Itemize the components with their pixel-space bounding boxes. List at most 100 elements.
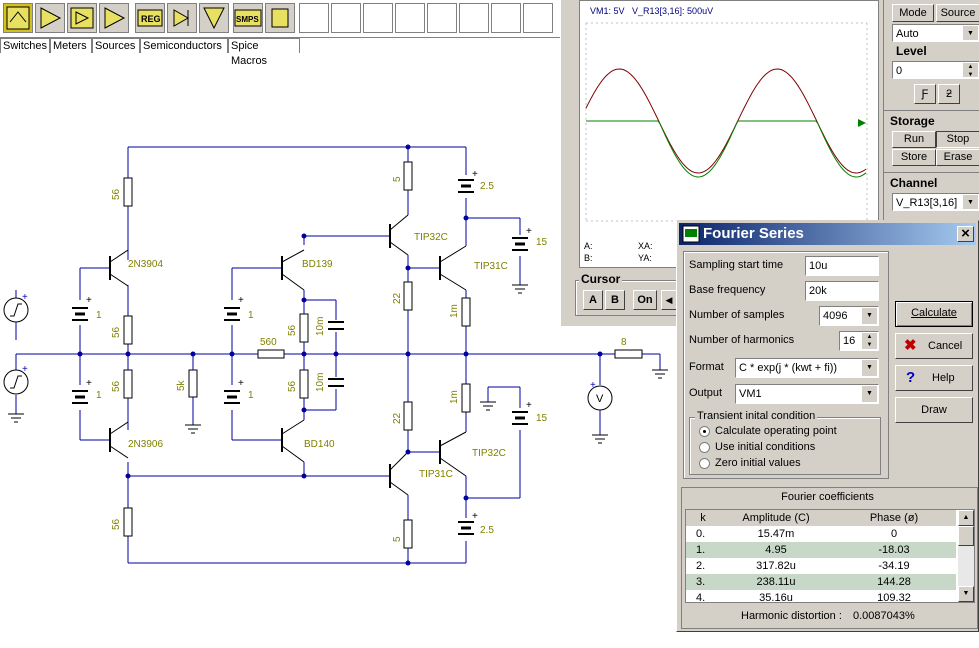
empty-slot[interactable] <box>395 3 425 33</box>
waveform-ch2 <box>586 120 867 178</box>
r22b-label: 22 <box>392 412 403 424</box>
cursor-a-button[interactable]: A <box>583 290 603 310</box>
plus-mark: + <box>238 378 244 389</box>
regulator-icon[interactable]: REG <box>135 3 165 33</box>
empty-slot[interactable] <box>459 3 489 33</box>
coef-scrollbar[interactable]: ▲ ▼ <box>958 510 974 602</box>
q5-label: TIP32C <box>414 232 448 243</box>
schmitt-icon[interactable] <box>199 3 229 33</box>
switch-icon[interactable] <box>3 3 33 33</box>
empty-slot[interactable] <box>491 3 521 33</box>
level-input[interactable]: 0 ▲▼ <box>892 61 979 79</box>
spin-icon[interactable]: ▲▼ <box>861 333 877 349</box>
option-calculate-op[interactable]: Calculate operating point <box>715 425 837 437</box>
trigger-mode-select[interactable]: Auto ▼ <box>892 24 979 42</box>
trigger-rise-button[interactable]: Ƒ <box>914 84 936 104</box>
store-button[interactable]: Store <box>892 149 936 166</box>
output-label: Output <box>689 387 723 399</box>
tab-spice-macros[interactable]: Spice Macros <box>228 38 300 67</box>
tab-meters[interactable]: Meters <box>50 38 92 53</box>
scroll-thumb[interactable] <box>958 526 974 546</box>
plus-mark: + <box>86 295 92 306</box>
num-harmonics-value: 16 <box>843 335 856 347</box>
comparator-icon[interactable] <box>67 3 97 33</box>
r2-label: 56 <box>111 326 122 338</box>
ic-icon[interactable] <box>265 3 295 33</box>
distortion-label: Harmonic distortion : <box>741 610 842 622</box>
close-icon[interactable]: × <box>957 226 974 242</box>
chevron-down-icon[interactable]: ▼ <box>861 308 877 324</box>
base-frequency-input[interactable]: 20k <box>805 281 879 301</box>
table-row[interactable]: 3. 238.11u 144.28 <box>686 574 956 590</box>
distortion-value: 0.0087043% <box>853 610 915 622</box>
q8-label: TIP32C <box>472 448 506 459</box>
tab-sources[interactable]: Sources <box>92 38 140 53</box>
stop-button[interactable]: Stop <box>936 131 979 148</box>
calculate-button[interactable]: Calculate <box>895 301 973 327</box>
coef-table-box[interactable]: k Amplitude (C) Phase (ø) 0. 15.47m 0 1.… <box>685 509 975 603</box>
empty-slot[interactable] <box>331 3 361 33</box>
option-initial-conditions[interactable]: Use initial conditions <box>715 441 816 453</box>
scroll-up-icon[interactable]: ▲ <box>958 510 974 526</box>
mode-button[interactable]: Mode <box>892 4 934 22</box>
plus-mark: + <box>22 292 28 303</box>
v15a-label: 15 <box>536 237 548 248</box>
radio-calculate-op[interactable] <box>699 426 710 437</box>
chevron-down-icon[interactable]: ▼ <box>962 26 978 40</box>
c2-label: 10m <box>315 373 326 392</box>
buffer-icon[interactable] <box>99 3 129 33</box>
col-amplitude: Amplitude (C) <box>742 512 810 524</box>
erase-button[interactable]: Erase <box>936 149 979 166</box>
cell-k: 3. <box>696 576 706 588</box>
cursor-b-button[interactable]: B <box>605 290 625 310</box>
empty-slot[interactable] <box>523 3 553 33</box>
table-row[interactable]: 1. 4.95 -18.03 <box>686 542 956 558</box>
channel-select[interactable]: V_R13[3,16] ▼ <box>892 193 979 211</box>
diode-icon[interactable] <box>167 3 197 33</box>
base-frequency-label: Base frequency <box>689 284 766 296</box>
radio-initial-conditions[interactable] <box>699 442 710 453</box>
empty-slot[interactable] <box>299 3 329 33</box>
table-row[interactable]: 2. 317.82u -34.19 <box>686 558 956 574</box>
b1-label: 1 <box>96 310 102 321</box>
opamp-icon[interactable] <box>35 3 65 33</box>
schematic-canvas[interactable]: V 56 56 56 56 5k 56 56 10m 10m 560 5 22 … <box>0 56 680 648</box>
sampling-start-input[interactable]: 10u <box>805 256 879 276</box>
help-button[interactable]: ? Help <box>895 365 973 391</box>
cancel-button[interactable]: ✖ Cancel <box>895 333 973 359</box>
dialog-titlebar[interactable]: Fourier Series × <box>679 223 976 245</box>
tab-semiconductors[interactable]: Semiconductors <box>140 38 228 53</box>
chevron-down-icon[interactable]: ▼ <box>962 195 978 209</box>
option-zero-initial[interactable]: Zero initial values <box>715 457 801 469</box>
r5-label: 56 <box>287 324 298 336</box>
plus-mark: + <box>86 378 92 389</box>
output-select[interactable]: VM1 ▼ <box>735 384 879 404</box>
plus-mark: + <box>22 364 28 375</box>
r4-label: 56 <box>111 518 122 530</box>
num-harmonics-input[interactable]: 16 ▲▼ <box>839 331 879 351</box>
spin-icon[interactable]: ▲▼ <box>962 63 978 78</box>
format-select[interactable]: C * exp(j * (kwt + fi)) ▼ <box>735 358 879 378</box>
run-button[interactable]: Run <box>892 131 936 148</box>
reg-label: REG <box>141 14 161 24</box>
num-samples-value: 4096 <box>823 310 848 322</box>
cursor-left-icon[interactable]: ◀ <box>661 290 677 310</box>
chevron-down-icon[interactable]: ▼ <box>861 386 877 402</box>
trigger-fall-button[interactable]: ƻ <box>938 84 960 104</box>
readout-xa: XA: <box>638 241 653 251</box>
cursor-on-button[interactable]: On <box>633 290 657 310</box>
source-button[interactable]: Source <box>936 4 979 22</box>
num-samples-select[interactable]: 4096 ▼ <box>819 306 879 326</box>
table-row[interactable]: 4. 35.16u 109.32 <box>686 590 956 602</box>
radio-zero-initial[interactable] <box>699 458 710 469</box>
q6-label: TIP31C <box>474 261 508 272</box>
chevron-down-icon[interactable]: ▼ <box>861 360 877 376</box>
smps-icon[interactable]: SMPS <box>233 3 263 33</box>
scroll-down-icon[interactable]: ▼ <box>958 586 974 602</box>
draw-button[interactable]: Draw <box>895 397 973 423</box>
empty-slot[interactable] <box>427 3 457 33</box>
transient-title: Transient inital condition <box>695 410 818 422</box>
tab-switches[interactable]: Switches <box>0 38 50 53</box>
empty-slot[interactable] <box>363 3 393 33</box>
table-row[interactable]: 0. 15.47m 0 <box>686 526 956 542</box>
